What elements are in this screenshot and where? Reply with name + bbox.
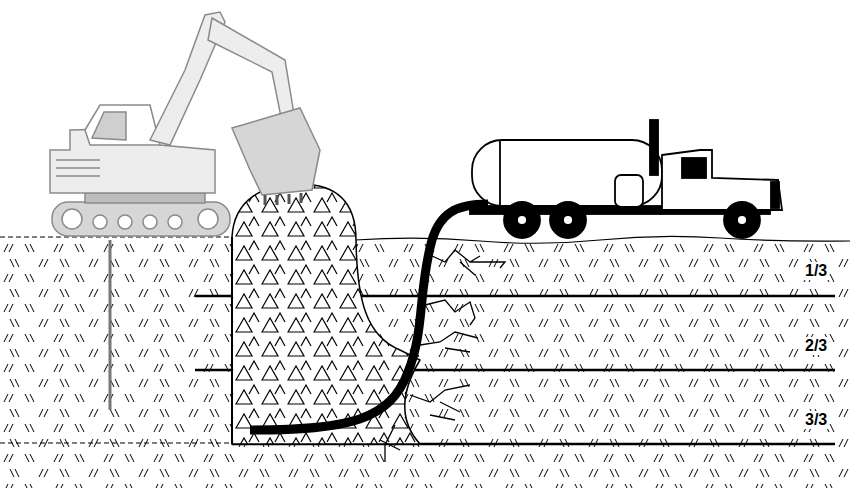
grille: [771, 182, 779, 208]
turntable: [85, 193, 205, 203]
tank: [472, 140, 662, 206]
crack: [425, 300, 475, 325]
excavator-track: [52, 202, 230, 236]
wheels: [504, 202, 760, 238]
cab-window: [682, 158, 706, 178]
track-wheels: [62, 209, 218, 229]
layer-label: 3/3: [803, 411, 829, 429]
truck-cab: [662, 150, 782, 210]
crack: [410, 385, 470, 420]
soil-cracks: [380, 250, 505, 462]
stake: [109, 240, 112, 410]
crack: [430, 250, 505, 275]
fuel-tank: [615, 175, 643, 207]
layer-label: 2/3: [803, 337, 829, 355]
excavator-bucket: [232, 108, 320, 195]
cab-window: [92, 112, 126, 140]
excavator-cab: [85, 105, 160, 145]
engine-grille: [56, 160, 100, 176]
excavator-arm: [208, 18, 295, 122]
layer-label: 1/3: [803, 262, 829, 280]
crack: [380, 425, 400, 462]
hose: [250, 204, 488, 430]
bucket-teeth: [265, 193, 301, 205]
exhaust-stack: [650, 120, 658, 175]
pit-bottom-dashed: [0, 443, 232, 444]
tank-truck: [470, 120, 782, 238]
pit-wall: [231, 237, 233, 444]
crack: [420, 332, 478, 352]
tank-seam: [499, 140, 501, 206]
excavator: [50, 12, 320, 410]
